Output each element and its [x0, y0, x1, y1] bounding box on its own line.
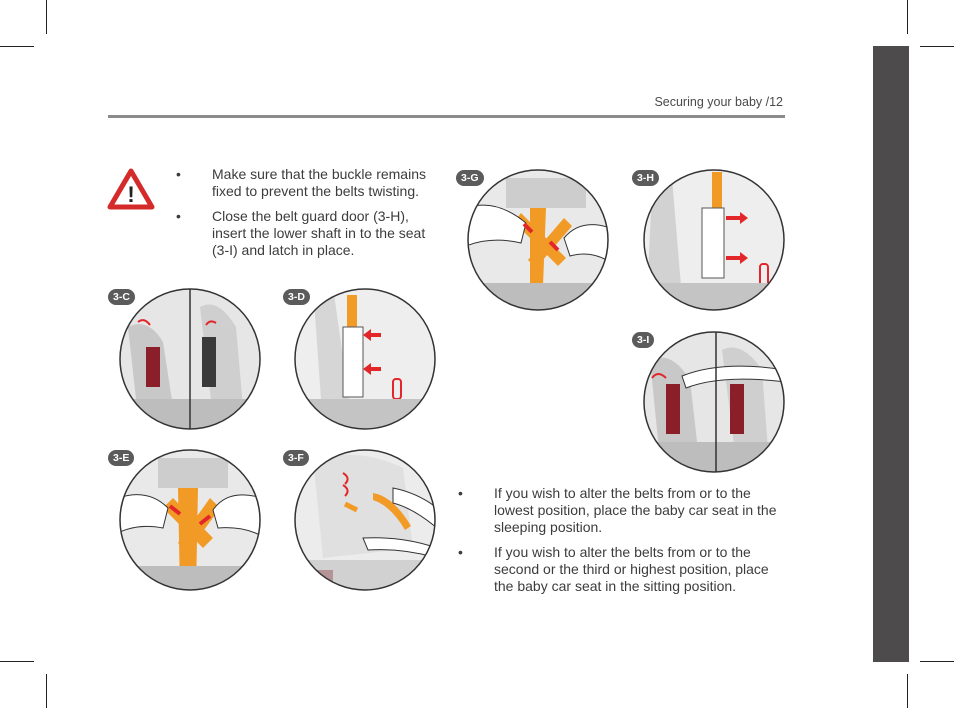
header-rule: [108, 115, 785, 118]
crop-mark: [907, 674, 908, 708]
figure-3e: 3-E: [108, 448, 262, 592]
figure-3g: 3-G: [456, 168, 610, 312]
figure-label: 3-E: [108, 450, 135, 466]
instruction-list-top: Make sure that the buckle remains fixed …: [174, 166, 442, 267]
crop-mark: [46, 0, 47, 34]
section-tab: [873, 46, 909, 662]
crop-mark: [0, 46, 34, 47]
instruction-list-bottom: If you wish to alter the belts from or t…: [456, 485, 786, 603]
figure-3i: 3-I: [632, 330, 786, 474]
warning-triangle-icon: !: [107, 168, 155, 210]
figure-3c: 3-C: [108, 287, 262, 431]
crop-mark: [46, 674, 47, 708]
crop-mark: [920, 46, 954, 47]
figure-label: 3-I: [632, 332, 655, 348]
page-header: Securing your baby /12: [654, 95, 783, 109]
figure-label: 3-D: [283, 289, 310, 305]
figure-label: 3-G: [456, 170, 484, 186]
figure-3h: 3-H: [632, 168, 786, 312]
figure-label: 3-F: [283, 450, 309, 466]
list-item: If you wish to alter the belts from or t…: [456, 544, 786, 595]
figure-3d: 3-D: [283, 287, 437, 431]
warning-mark: !: [127, 182, 134, 207]
crop-mark: [0, 661, 34, 662]
figure-3f: 3-F: [283, 448, 437, 592]
crop-mark: [920, 661, 954, 662]
crop-mark: [907, 0, 908, 34]
figure-label: 3-C: [108, 289, 135, 305]
list-item: Close the belt guard door (3-H), insert …: [174, 208, 442, 259]
list-item: Make sure that the buckle remains fixed …: [174, 166, 442, 200]
list-item: If you wish to alter the belts from or t…: [456, 485, 786, 536]
figure-label: 3-H: [632, 170, 659, 186]
